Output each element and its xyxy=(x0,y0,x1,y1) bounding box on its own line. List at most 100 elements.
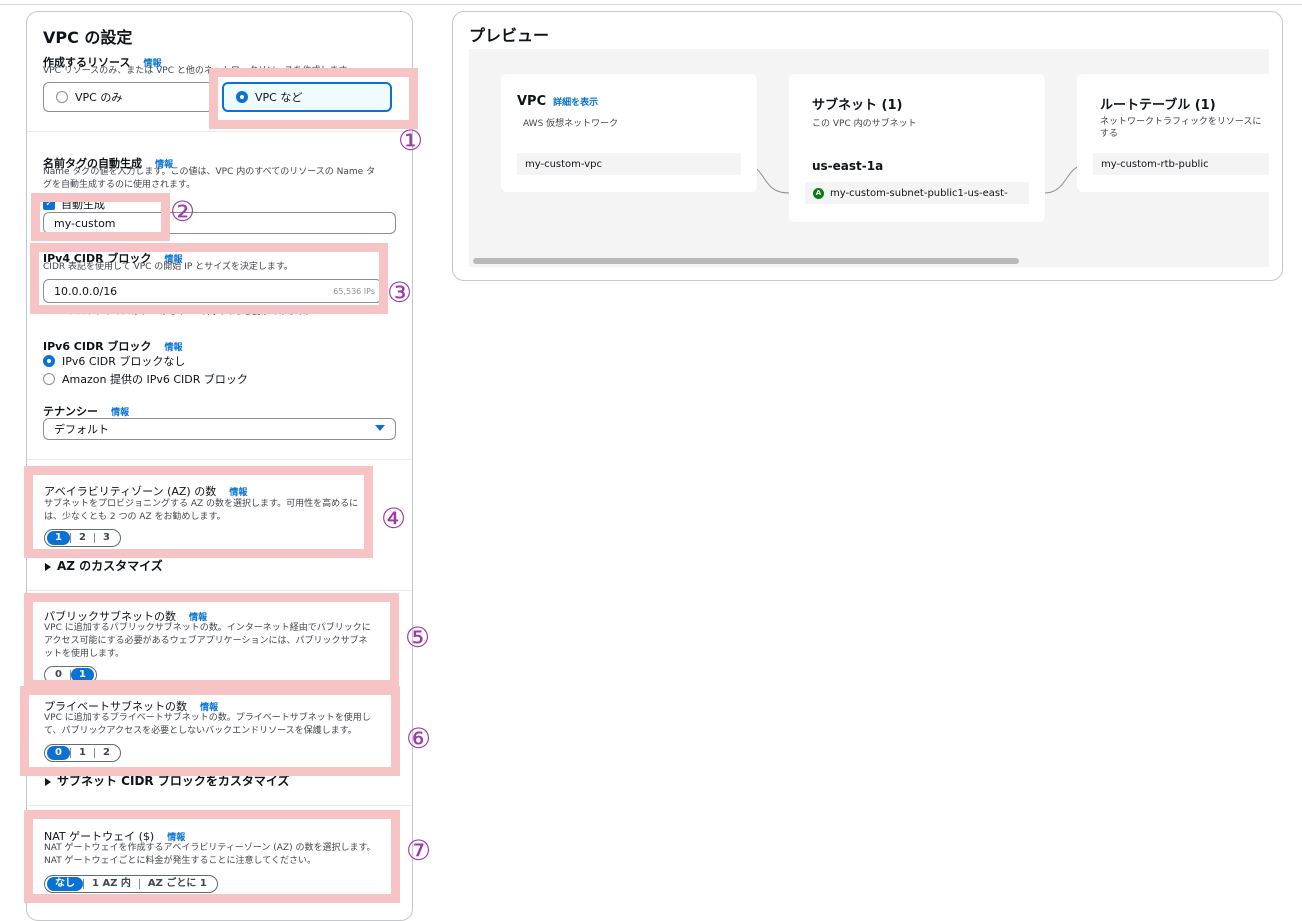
name-tag-description-1: Name タグの値を入力します。この値は、VPC 内のすべてのリソースの Nam… xyxy=(43,167,376,177)
subnets-card-title: サブネット (1) xyxy=(812,98,903,113)
route-tables-card-title: ルートテーブル (1) xyxy=(1100,98,1216,113)
annotation-number-6: ⑥ xyxy=(406,722,432,755)
caret-right-icon xyxy=(45,562,51,571)
annotation-number-7: ⑦ xyxy=(406,834,432,867)
preview-canvas[interactable]: VPC 詳細を表示 AWS 仮想ネットワーク my-custom-vpc サブネ… xyxy=(469,49,1269,267)
annotation-number-5: ⑤ xyxy=(405,621,431,654)
nat-label: NAT ゲートウェイ ($) xyxy=(44,830,155,843)
resource-option-label: VPC など xyxy=(255,91,303,104)
az-option-1[interactable]: 1 xyxy=(47,531,70,545)
resource-option-vpc-only[interactable]: VPC のみ xyxy=(43,82,213,112)
tenancy-value: デフォルト xyxy=(54,423,109,436)
subnet-item[interactable]: A my-custom-subnet-public1-us-east- xyxy=(805,182,1029,204)
divider xyxy=(27,459,412,460)
resources-label-row: 作成するリソース 情報 xyxy=(43,51,162,70)
private-subnets-option-1[interactable]: 1 xyxy=(78,747,86,758)
az-count-segmented-control[interactable]: 1 2 3 xyxy=(44,529,121,547)
vpc-item[interactable]: my-custom-vpc xyxy=(517,153,741,175)
private-subnets-segmented-control[interactable]: 0 1 2 xyxy=(44,744,121,762)
ipv4-ip-count: 65,536 IPs xyxy=(333,286,375,296)
divider xyxy=(27,805,412,806)
divider xyxy=(27,131,412,132)
subnet-item-label: my-custom-subnet-public1-us-east- xyxy=(830,187,1008,199)
nat-description-2: NAT ゲートウェイごとに料金が発生することに注意してください。 xyxy=(44,856,317,866)
caret-right-icon xyxy=(45,777,51,786)
resources-description: VPC リソースのみ、または VPC と他のネットワークリソースを作成します。 xyxy=(43,66,356,76)
preview-route-tables-card: ルートテーブル (1) ネットワークトラフィックをリソースに する my-cus… xyxy=(1077,74,1269,192)
route-tables-subtitle-2: する xyxy=(1100,129,1119,139)
nat-segmented-control[interactable]: なし 1 AZ 内 AZ ごとに 1 xyxy=(44,875,218,893)
tenancy-select[interactable]: デフォルト xyxy=(43,418,396,440)
radio-icon xyxy=(43,373,55,385)
nat-option-1az[interactable]: 1 AZ 内 xyxy=(92,878,131,889)
radio-selected-icon xyxy=(236,91,248,103)
public-subnets-description-1: VPC に追加するパブリックサブネットの数。インターネット経由でパブリックに xyxy=(44,623,371,633)
caret-down-icon xyxy=(375,425,385,431)
public-subnets-info-link[interactable]: 情報 xyxy=(189,613,208,623)
vpc-card-title-row: VPC 詳細を表示 xyxy=(517,94,598,109)
vpc-details-link[interactable]: 詳細を表示 xyxy=(553,98,599,108)
subnet-cidr-customize-expander[interactable]: サブネット CIDR ブロックをカスタマイズ xyxy=(45,772,289,789)
az-info-link[interactable]: 情報 xyxy=(229,488,248,498)
annotation-number-2: ② xyxy=(170,195,196,228)
tenancy-info-link[interactable]: 情報 xyxy=(111,408,130,418)
ipv6-info-link[interactable]: 情報 xyxy=(164,343,183,353)
preview-title: プレビュー xyxy=(469,26,550,45)
public-subnets-option-1[interactable]: 1 xyxy=(70,668,94,682)
tenancy-label: テナンシー xyxy=(43,405,98,418)
auto-generate-checkbox[interactable]: ✓ 自動生成 xyxy=(43,196,105,212)
ipv6-label: IPv6 CIDR ブロック xyxy=(43,340,152,353)
radio-icon xyxy=(56,91,68,103)
ipv4-cidr-input[interactable]: 10.0.0.0/16 65,536 IPs xyxy=(43,279,382,303)
public-subnets-segmented-control[interactable]: 0 1 xyxy=(44,666,97,684)
private-subnets-info-link[interactable]: 情報 xyxy=(200,703,219,713)
ipv4-description: CIDR 表記を使用して VPC の開始 IP とサイズを決定します。 xyxy=(43,262,293,272)
name-tag-input[interactable]: my-custom xyxy=(43,212,396,234)
ipv6-option-none[interactable]: IPv6 CIDR ブロックなし xyxy=(43,353,185,369)
ipv4-label-row: IPv4 CIDR ブロック 情報 xyxy=(43,247,183,266)
settings-title: VPC の設定 xyxy=(43,28,133,47)
az-description-2: は、少なくとも 2 つの AZ をお勧めします。 xyxy=(44,512,226,522)
private-subnets-description-2: て、パブリックアクセスを必要としないバックエンドリソースを保護します。 xyxy=(44,726,357,736)
ipv4-constraint: CIDR ブロックサイズは /16 から /28 の間である必要があります。 xyxy=(43,307,315,317)
az-customize-label: AZ のカスタマイズ xyxy=(57,559,163,573)
auto-generate-label: 自動生成 xyxy=(61,198,105,211)
annotation-number-1: ① xyxy=(398,124,424,157)
az-option-3[interactable]: 3 xyxy=(102,532,110,543)
public-subnets-label-row: パブリックサブネットの数 情報 xyxy=(44,605,207,624)
az-label-row: アベイラビリティゾーン (AZ) の数 情報 xyxy=(44,480,247,499)
resource-option-label: VPC のみ xyxy=(75,91,123,104)
az-description-1: サブネットをプロビジョニングする AZ の数を選択します。可用性を高めるに xyxy=(44,499,359,509)
name-tag-info-link[interactable]: 情報 xyxy=(155,160,174,170)
nat-description-1: NAT ゲートウェイを作成するアベイラビリティーゾーン (AZ) の数を選択しま… xyxy=(44,843,376,853)
ipv4-label: IPv4 CIDR ブロック xyxy=(43,252,152,265)
resources-label: 作成するリソース xyxy=(43,56,131,69)
name-tag-label: 名前タグの自動生成 xyxy=(43,157,142,170)
annotation-number-3: ③ xyxy=(387,276,413,309)
public-subnets-option-0[interactable]: 0 xyxy=(55,669,62,680)
vpc-settings-panel: VPC の設定 作成するリソース 情報 VPC リソースのみ、または VPC と… xyxy=(26,11,413,921)
private-subnets-option-0[interactable]: 0 xyxy=(47,746,70,760)
private-subnets-label-row: プライベートサブネットの数 情報 xyxy=(44,695,218,714)
nat-option-per-az[interactable]: AZ ごとに 1 xyxy=(147,878,207,889)
preview-panel: プレビュー VPC 詳細を表示 AWS 仮想ネットワーク my-custom-v… xyxy=(452,11,1283,281)
preview-horizontal-scrollbar[interactable] xyxy=(473,258,1019,264)
az-customize-expander[interactable]: AZ のカスタマイズ xyxy=(45,557,163,574)
ipv4-info-link[interactable]: 情報 xyxy=(164,255,183,265)
public-subnets-description-3: ットを使用します。 xyxy=(44,649,125,659)
ipv6-option-amazon[interactable]: Amazon 提供の IPv6 CIDR ブロック xyxy=(43,371,248,387)
resources-info-link[interactable]: 情報 xyxy=(143,59,162,69)
ipv4-cidr-value: 10.0.0.0/16 xyxy=(54,284,118,298)
az-option-2[interactable]: 2 xyxy=(78,532,86,543)
radio-selected-icon xyxy=(43,355,55,367)
public-subnets-label: パブリックサブネットの数 xyxy=(44,610,176,623)
tenancy-label-row: テナンシー 情報 xyxy=(43,400,129,419)
route-table-item[interactable]: my-custom-rtb-public xyxy=(1093,153,1269,175)
resource-option-vpc-and-more[interactable]: VPC など xyxy=(222,82,392,112)
name-tag-label-row: 名前タグの自動生成 情報 xyxy=(43,152,173,171)
nat-info-link[interactable]: 情報 xyxy=(167,833,186,843)
nat-option-none[interactable]: なし xyxy=(47,877,83,891)
subnets-card-subtitle: この VPC 内のサブネット xyxy=(812,119,917,129)
private-subnets-option-2[interactable]: 2 xyxy=(102,747,110,758)
az-badge-icon: A xyxy=(813,187,824,199)
